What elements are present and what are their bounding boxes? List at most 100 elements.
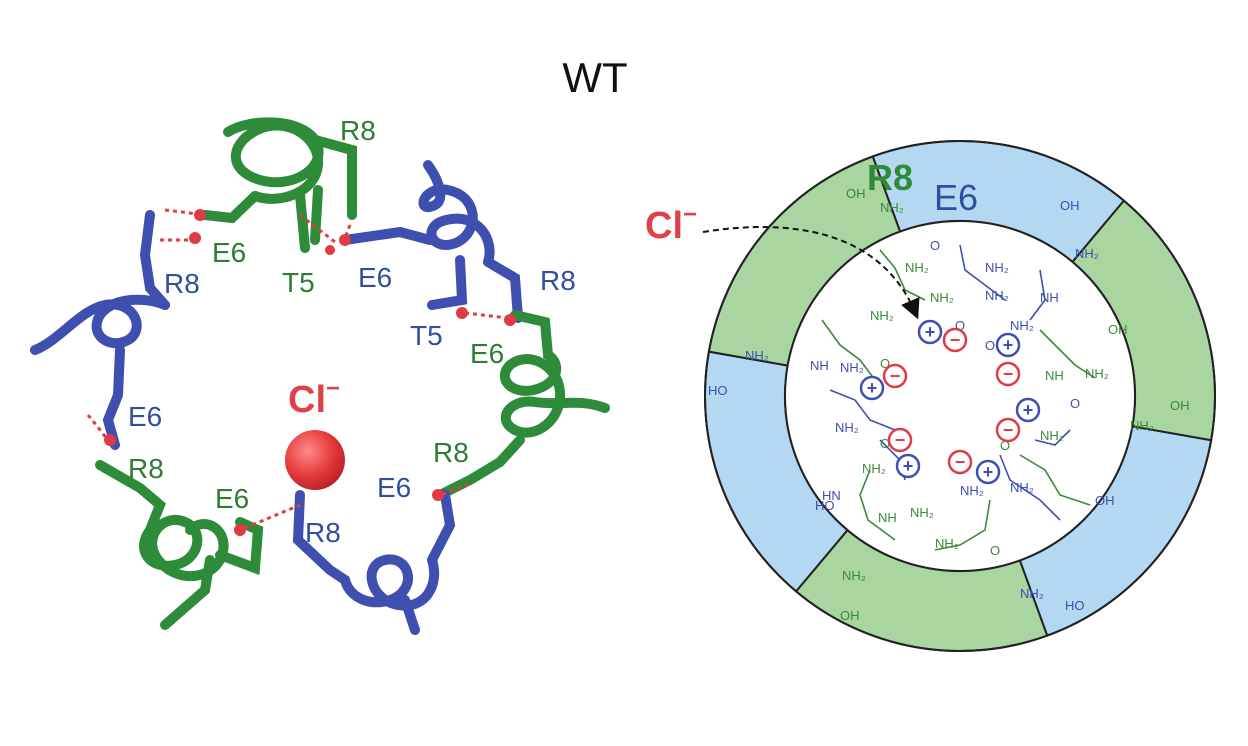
chem-label: O — [1070, 396, 1080, 411]
residue-label: R8 — [164, 268, 200, 299]
chem-label: NH₂ — [935, 536, 959, 551]
charge-sign: + — [903, 456, 914, 476]
chem-label: NH — [1040, 290, 1059, 305]
residue-label: R8 — [433, 437, 469, 468]
negative-charge-icon — [882, 363, 908, 389]
chem-label: NH₂ — [880, 200, 904, 215]
chem-label: HO — [1065, 598, 1085, 613]
residue-label: E6 — [215, 483, 249, 514]
positive-charge-icon — [995, 332, 1021, 358]
positive-charge-icon — [975, 459, 1001, 485]
ring-label-e6: E6 — [934, 177, 978, 218]
chem-label: NH₂ — [905, 260, 929, 275]
chloride-ion-sphere — [285, 430, 345, 490]
chem-label: OH — [1108, 322, 1128, 337]
negative-charge-icon — [942, 327, 968, 353]
chem-label: NH₂ — [1040, 428, 1064, 443]
chem-label: NH₂ — [1010, 318, 1034, 333]
negative-charge-icon — [995, 361, 1021, 387]
positive-charge-icon — [859, 375, 885, 401]
positive-charge-icon — [917, 319, 943, 345]
chem-label: NH₂ — [910, 505, 934, 520]
chem-label: O — [990, 543, 1000, 558]
blue-helix-left — [30, 210, 170, 450]
charge-sign: + — [983, 462, 994, 482]
charge-sign: + — [867, 378, 878, 398]
residue-label: T5 — [410, 320, 443, 351]
protein-structure-panel: Cl− R8 E6 T5 R8 E6 R8 T5 E6 E6 R8 E6 R8 … — [30, 115, 610, 635]
charge-sign: − — [1003, 420, 1014, 440]
chem-label: NH₂ — [1075, 246, 1099, 261]
oxygen-tips — [104, 209, 516, 536]
negative-charge-icon — [887, 427, 913, 453]
chem-label: NH₂ — [985, 260, 1009, 275]
chem-label: O — [880, 356, 890, 371]
chem-label: NH₂ — [745, 348, 769, 363]
residue-label: E6 — [212, 237, 246, 268]
chem-label: OH — [840, 608, 860, 623]
chem-label: NH₂ — [835, 420, 859, 435]
chem-label: NH₂ — [1010, 480, 1034, 495]
chem-label: NH — [1045, 368, 1064, 383]
charge-sign: − — [1003, 364, 1014, 384]
chem-label: O — [1000, 438, 1010, 453]
residue-label: R8 — [305, 517, 341, 548]
figure-title: WT — [562, 54, 627, 101]
blue-helix-bottom-right — [292, 490, 456, 635]
schematic-ring-panel: NH₂ NH₂ NH₂ NH₂ NH₂ NH NH₂ OH NH₂ NH₂ NH… — [645, 140, 1216, 653]
charge-sign: + — [1023, 400, 1034, 420]
chem-label: HN — [822, 488, 841, 503]
charge-sign: − — [890, 366, 901, 386]
positive-charge-icon — [895, 453, 921, 479]
residue-label: E6 — [358, 262, 392, 293]
chem-label: NH₂ — [1130, 418, 1154, 433]
chloride-ion-label-right: Cl− — [645, 201, 697, 247]
residue-label: E6 — [128, 401, 162, 432]
ring-inner-disc — [784, 220, 1136, 572]
charge-sign: − — [895, 430, 906, 450]
green-helix-right — [435, 310, 610, 500]
hydrogen-bonds — [86, 208, 509, 530]
chloride-ion-label: Cl− — [288, 375, 340, 421]
charge-sign: − — [955, 452, 966, 472]
chem-label: NH₂ — [985, 288, 1009, 303]
ring-segments — [704, 140, 1216, 653]
residue-label: E6 — [377, 472, 411, 503]
negative-charge-icon — [995, 417, 1021, 443]
residue-label: R8 — [340, 115, 376, 146]
chem-label: NH₂ — [870, 308, 894, 323]
green-helix-bottom-left — [95, 460, 264, 630]
ring-outer-border — [704, 140, 1216, 652]
chem-label: NH₂ — [840, 360, 864, 375]
chem-label: NH₂ — [862, 461, 886, 476]
chloride-entry-arrow — [702, 226, 920, 320]
negative-charge-icon — [947, 449, 973, 475]
residue-label: E6 — [470, 338, 504, 369]
green-helix-top — [200, 117, 357, 253]
inner-residue-sketch — [821, 244, 1096, 551]
blue-helix-top-right — [340, 160, 523, 323]
chem-label: NH₂ — [1020, 586, 1044, 601]
chem-label: O — [930, 238, 940, 253]
chem-label: NH — [810, 358, 829, 373]
positive-charge-icon — [1015, 397, 1041, 423]
chem-label: O — [955, 318, 965, 333]
charge-sign: − — [950, 330, 961, 350]
chem-label: OH — [1060, 198, 1080, 213]
chem-label: O — [880, 436, 890, 451]
residue-label: R8 — [128, 453, 164, 484]
chem-label: NH₂ — [930, 290, 954, 305]
chem-label: OH — [1095, 493, 1115, 508]
chem-label: NH₂ — [842, 568, 866, 583]
chem-label: NH — [878, 510, 897, 525]
ring-label-r8: R8 — [867, 157, 913, 198]
chem-label: NH₂ — [960, 483, 984, 498]
charge-sign: + — [1003, 335, 1014, 355]
charge-markers: +−++−−+−−+−+ — [859, 319, 1041, 485]
chem-label: OH — [846, 186, 866, 201]
chem-label: HO — [708, 383, 728, 398]
residue-label: T5 — [282, 267, 315, 298]
charge-sign: + — [925, 322, 936, 342]
residue-label: R8 — [540, 265, 576, 296]
